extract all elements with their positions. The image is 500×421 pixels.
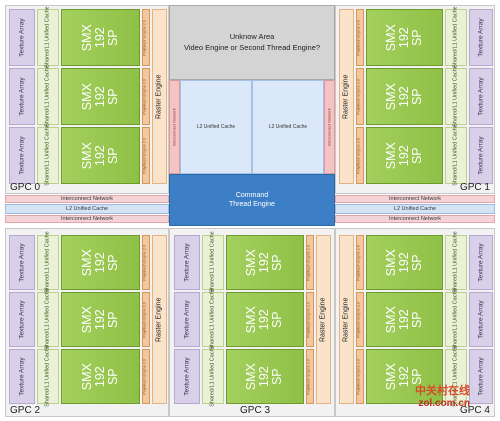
gpc-label: GPC 4: [459, 405, 490, 416]
shared-l1-cache: Shared/L1 Unified Cache: [445, 346, 467, 407]
shared-l1-cache: Shared/L1 Unified Cache: [202, 346, 224, 407]
texture-array: Texture Array: [174, 349, 200, 404]
shared-l1-cache: Shared/L1 Unified Cache: [37, 66, 59, 127]
raster-engine: Raster Engine: [152, 235, 167, 404]
shared-l1-cache: Shared/L1 Unified Cache: [445, 289, 467, 350]
interconnect-network-vertical: Interconnect Network: [169, 80, 180, 174]
shared-l1-cache: Shared/L1 Unified Cache: [202, 289, 224, 350]
polymorph-engine: PolyMorph Engine 2.0: [142, 127, 150, 184]
texture-array: Texture Array: [469, 292, 493, 347]
watermark-brand: 中关村在线: [415, 385, 470, 397]
gpc-label: GPC 0: [10, 182, 41, 193]
polymorph-engine: PolyMorph Engine 2.0: [142, 68, 150, 125]
gpc-3: Texture Array Texture Array Texture Arra…: [169, 228, 335, 417]
texture-array: Texture Array: [174, 292, 200, 347]
polymorph-engine: PolyMorph Engine 2.0: [356, 127, 364, 184]
polymorph-engine: PolyMorph Engine 2.0: [356, 292, 364, 347]
texture-array: Texture Array: [9, 235, 35, 290]
shared-l1-cache: Shared/L1 Unified Cache: [37, 7, 59, 68]
texture-array: Texture Array: [469, 68, 493, 125]
texture-array: Texture Array: [9, 292, 35, 347]
polymorph-engine: PolyMorph Engine 2.0: [306, 235, 314, 290]
gpc-label: GPC 2: [10, 405, 41, 416]
l2-cache-center-right: L2 Unified Cache: [252, 80, 324, 174]
texture-array: Texture Array: [9, 68, 35, 125]
gpc-1: Raster Engine PolyMorph Engine 2.0 PolyM…: [335, 5, 495, 194]
shared-l1-cache: Shared/L1 Unified Cache: [37, 125, 59, 186]
interconnect-band-right-top: Interconnect Network: [335, 195, 495, 203]
polymorph-engine: PolyMorph Engine 2.0: [356, 9, 364, 66]
polymorph-engine: PolyMorph Engine 2.0: [356, 235, 364, 290]
shared-l1-cache: Shared/L1 Unified Cache: [445, 7, 467, 68]
interconnect-network-vertical: Interconnect Network: [324, 80, 335, 174]
watermark: 中关村在线 zol.com.cn: [390, 382, 470, 412]
polymorph-engine: PolyMorph Engine 2.0: [306, 349, 314, 404]
polymorph-engine: PolyMorph Engine 2.0: [356, 349, 364, 404]
shared-l1-cache: Shared/L1 Unified Cache: [445, 232, 467, 293]
texture-array: Texture Array: [469, 235, 493, 290]
polymorph-engine: PolyMorph Engine 2.0: [142, 349, 150, 404]
watermark-url: zol.com.cn: [418, 398, 470, 409]
texture-array: Texture Array: [9, 349, 35, 404]
polymorph-engine: PolyMorph Engine 2.0: [142, 9, 150, 66]
gpc-0: Texture Array Texture Array Texture Arra…: [5, 5, 169, 194]
polymorph-engine: PolyMorph Engine 2.0: [142, 292, 150, 347]
texture-array: Texture Array: [469, 127, 493, 184]
shared-l1-cache: Shared/L1 Unified Cache: [445, 66, 467, 127]
shared-l1-cache: Shared/L1 Unified Cache: [37, 289, 59, 350]
texture-array: Texture Array: [174, 235, 200, 290]
raster-engine: Raster Engine: [339, 235, 354, 404]
interconnect-band-left-bottom: Interconnect Network: [5, 215, 169, 223]
raster-engine: Raster Engine: [152, 9, 167, 184]
polymorph-engine: PolyMorph Engine 2.0: [142, 235, 150, 290]
gpc-4: Raster Engine PolyMorph Engine 2.0 PolyM…: [335, 228, 495, 417]
l2-cache-center-left: L2 Unified Cache: [180, 80, 252, 174]
polymorph-engine: PolyMorph Engine 2.0: [356, 68, 364, 125]
gpc-label: GPC 3: [240, 405, 271, 416]
interconnect-band-left-top: Interconnect Network: [5, 195, 169, 203]
polymorph-engine: PolyMorph Engine 2.0: [306, 292, 314, 347]
gpc-2: Texture Array Texture Array Texture Arra…: [5, 228, 169, 417]
raster-engine: Raster Engine: [316, 235, 331, 404]
texture-array: Texture Array: [9, 9, 35, 66]
shared-l1-cache: Shared/L1 Unified Cache: [202, 232, 224, 293]
gpc-label: GPC 1: [459, 182, 490, 193]
texture-array: Texture Array: [469, 349, 493, 404]
shared-l1-cache: Shared/L1 Unified Cache: [37, 346, 59, 407]
l2-band-right: L2 Unified Cache: [335, 204, 495, 214]
l2-band-left: L2 Unified Cache: [5, 204, 169, 214]
interconnect-band-right-bottom: Interconnect Network: [335, 215, 495, 223]
raster-engine: Raster Engine: [339, 9, 354, 184]
texture-array: Texture Array: [9, 127, 35, 184]
shared-l1-cache: Shared/L1 Unified Cache: [445, 125, 467, 186]
texture-array: Texture Array: [469, 9, 493, 66]
shared-l1-cache: Shared/L1 Unified Cache: [37, 232, 59, 293]
